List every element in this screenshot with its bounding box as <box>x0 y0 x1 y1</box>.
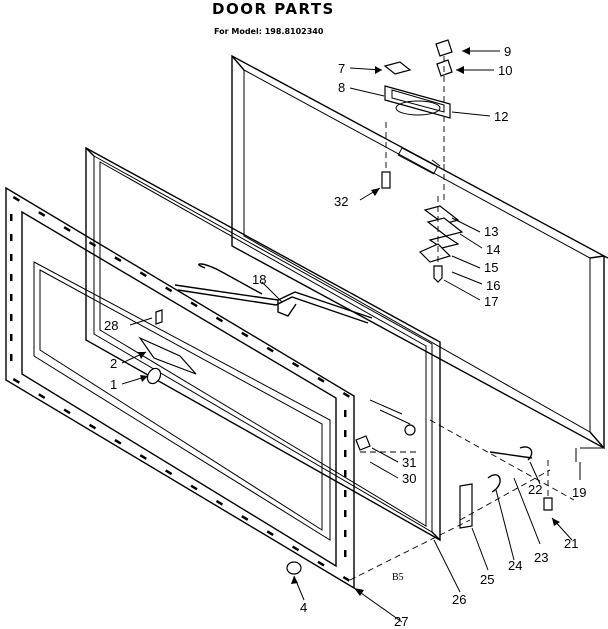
perforation-slot <box>10 214 13 221</box>
callout-28: 28 <box>104 318 118 333</box>
callout-15: 15 <box>484 260 498 275</box>
callout-7: 7 <box>338 61 345 76</box>
perforation-slot <box>190 301 198 308</box>
perforation-slot <box>38 393 46 399</box>
callout-4: 4 <box>300 600 307 615</box>
callout-2: 2 <box>110 356 117 371</box>
latch-bracket-assembly <box>383 39 453 200</box>
diagram-title: DOOR PARTS <box>212 0 335 18</box>
callout-23: 23 <box>534 550 548 565</box>
perforation-slot <box>291 361 300 368</box>
perforation-slot <box>10 334 13 341</box>
bottom-hinge-hardware <box>349 399 575 581</box>
perforation-slot <box>342 575 351 582</box>
perforation-slot <box>266 346 274 353</box>
handle-rod <box>174 263 373 324</box>
perforation-slot <box>10 274 13 281</box>
perforation-slot <box>344 490 347 497</box>
perforation-slot <box>344 430 347 437</box>
perforation-slot <box>10 294 13 301</box>
perforation-slot <box>266 530 274 537</box>
callout-16: 16 <box>486 278 500 293</box>
panel-perforations <box>10 196 351 582</box>
perforation-slot <box>165 286 173 293</box>
perforation-slot <box>344 530 347 537</box>
callout-17: 17 <box>484 294 498 309</box>
perforation-slot <box>344 510 347 517</box>
callout-10: 10 <box>498 63 512 78</box>
hinge-assembly <box>418 196 464 283</box>
perforation-slot <box>344 450 347 457</box>
perforation-slot <box>241 331 249 338</box>
perforation-slot <box>10 234 13 241</box>
callout-18: 18 <box>252 272 266 287</box>
callout-labels: 7 8 9 10 12 32 13 14 15 16 17 18 28 2 1 … <box>104 44 586 629</box>
perforation-slot <box>215 499 224 506</box>
callout-12: 12 <box>494 109 508 124</box>
perforation-slot <box>63 408 71 415</box>
door-gasket-frame <box>85 146 441 542</box>
perforation-slot <box>291 545 300 552</box>
perforation-slot <box>10 314 13 321</box>
perforation-slot <box>139 271 147 278</box>
perforation-slot <box>88 423 97 430</box>
callout-27: 27 <box>394 614 408 629</box>
perforation-slot <box>12 196 21 202</box>
callout-24: 24 <box>508 558 522 573</box>
perforation-slot <box>190 484 198 491</box>
callout-25: 25 <box>480 572 494 587</box>
callout-31: 31 <box>402 455 416 470</box>
perforation-slot <box>114 438 122 445</box>
callout-30: 30 <box>402 471 416 486</box>
perforation-slot <box>12 378 21 384</box>
perforation-slot <box>10 254 13 261</box>
callout-leaders <box>121 47 581 623</box>
callout-8: 8 <box>338 80 345 95</box>
callout-19: 19 <box>572 485 586 500</box>
perforation-slot <box>165 469 173 476</box>
corner-code: B5 <box>392 572 404 583</box>
callout-1: 1 <box>110 377 117 392</box>
callout-14: 14 <box>486 242 500 257</box>
perforation-slot <box>63 226 71 232</box>
model-subtitle: For Model: 198.8102340 <box>214 27 324 36</box>
perforation-slot <box>241 515 249 521</box>
perforation-slot <box>344 470 347 477</box>
perforation-slot <box>344 550 347 557</box>
perforation-slot <box>215 316 224 323</box>
perforation-slot <box>342 391 351 398</box>
perforation-slot <box>10 354 13 361</box>
callout-26: 26 <box>452 592 466 607</box>
perforation-slot <box>38 211 46 217</box>
perforation-slot <box>344 410 347 417</box>
rear-door-frame <box>231 54 608 462</box>
callout-32: 32 <box>334 194 348 209</box>
callout-22: 22 <box>528 482 542 497</box>
perforation-slot <box>88 241 97 247</box>
perforation-slot <box>317 376 325 383</box>
callout-21: 21 <box>564 536 578 551</box>
callout-9: 9 <box>504 44 511 59</box>
callout-13: 13 <box>484 224 498 239</box>
perforation-slot <box>317 560 325 567</box>
front-panel-parts <box>138 309 302 575</box>
perforation-slot <box>114 256 122 263</box>
spacer-part <box>381 122 391 189</box>
perforation-slot <box>139 454 147 460</box>
front-door-panel <box>5 186 355 590</box>
